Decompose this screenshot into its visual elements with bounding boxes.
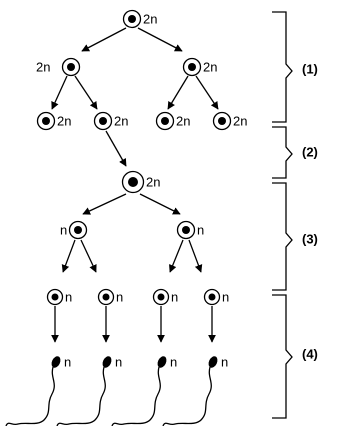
cell-icon bbox=[61, 57, 81, 77]
cell-icon bbox=[176, 220, 196, 240]
cell-icon bbox=[182, 57, 202, 77]
arrow bbox=[81, 27, 127, 52]
ploidy-label: n bbox=[60, 222, 67, 237]
arrow bbox=[61, 239, 76, 273]
arrow bbox=[195, 75, 219, 110]
cell-n-left: n bbox=[60, 220, 88, 240]
cell-icon bbox=[122, 9, 142, 29]
ploidy-label: 2n bbox=[176, 113, 190, 128]
cell-icon bbox=[36, 111, 56, 131]
stage-label: (2) bbox=[302, 144, 318, 159]
cell-icon bbox=[68, 220, 88, 240]
sperm-cell-1: n bbox=[5, 354, 71, 426]
cell-2n-row3-3: 2n bbox=[155, 111, 190, 131]
ploidy-label: n bbox=[64, 354, 71, 369]
cell-icon bbox=[121, 170, 145, 194]
ploidy-label: n bbox=[65, 289, 72, 304]
cell-n-row-2: n bbox=[97, 288, 123, 306]
arrow bbox=[105, 130, 127, 167]
cell-icon bbox=[155, 111, 175, 131]
cell-icon bbox=[152, 288, 170, 306]
cell-2n-row3-4: 2n bbox=[212, 111, 247, 131]
arrow bbox=[137, 27, 183, 52]
arrow bbox=[139, 193, 181, 215]
cell-n-row-3: n bbox=[152, 288, 178, 306]
cell-icon bbox=[46, 288, 64, 306]
sperm-cell-4: n bbox=[162, 354, 228, 426]
sperm-icon bbox=[56, 356, 112, 426]
sperm-cell-2: n bbox=[56, 354, 122, 426]
stage-bracket-4: (4) bbox=[272, 294, 318, 419]
cell-icon bbox=[212, 111, 232, 131]
stage-label: (1) bbox=[302, 61, 318, 76]
arrow bbox=[169, 239, 184, 273]
cell-2n-right: 2n bbox=[182, 57, 217, 77]
ploidy-label: n bbox=[115, 354, 122, 369]
sperm-icon bbox=[5, 356, 61, 426]
ploidy-label: 2n bbox=[203, 59, 217, 74]
ploidy-label: n bbox=[116, 289, 123, 304]
ploidy-label: 2n bbox=[36, 59, 50, 74]
ploidy-label: n bbox=[222, 289, 229, 304]
ploidy-label: 2n bbox=[114, 113, 128, 128]
cell-icon bbox=[97, 288, 115, 306]
arrow bbox=[167, 75, 189, 110]
arrow bbox=[82, 193, 127, 215]
arrow bbox=[74, 75, 98, 110]
ploidy-label: n bbox=[221, 354, 228, 369]
stage-bracket-1: (1) bbox=[272, 11, 318, 123]
cell-icon bbox=[93, 111, 113, 131]
ploidy-label: n bbox=[197, 222, 204, 237]
cell-2n-row3-1: 2n bbox=[36, 111, 71, 131]
ploidy-label: 2n bbox=[143, 11, 157, 26]
arrow bbox=[51, 75, 68, 110]
sperm-icon bbox=[162, 356, 218, 426]
stage-bracket-2: (2) bbox=[272, 126, 318, 179]
cell-2n-left: 2n bbox=[36, 57, 81, 77]
cell-2n-top: 2n bbox=[122, 9, 157, 29]
ploidy-label: 2n bbox=[57, 113, 71, 128]
sperm-cell-3: n bbox=[111, 354, 177, 426]
cell-n-right: n bbox=[176, 220, 204, 240]
cell-icon bbox=[203, 288, 221, 306]
ploidy-label: n bbox=[170, 354, 177, 369]
cell-2n-row3-2: 2n bbox=[93, 111, 128, 131]
cell-n-row-4: n bbox=[203, 288, 229, 306]
sperm-icon bbox=[111, 356, 167, 426]
ploidy-label: 2n bbox=[146, 174, 160, 189]
stage-label: (3) bbox=[302, 231, 318, 246]
arrow bbox=[80, 239, 97, 273]
arrow bbox=[188, 239, 203, 273]
ploidy-label: 2n bbox=[233, 113, 247, 128]
cell-n-row-1: n bbox=[46, 288, 72, 306]
cell-2n-enlarged: 2n bbox=[121, 170, 160, 194]
stage-label: (4) bbox=[302, 346, 318, 361]
ploidy-label: n bbox=[171, 289, 178, 304]
stage-bracket-3: (3) bbox=[272, 182, 318, 291]
